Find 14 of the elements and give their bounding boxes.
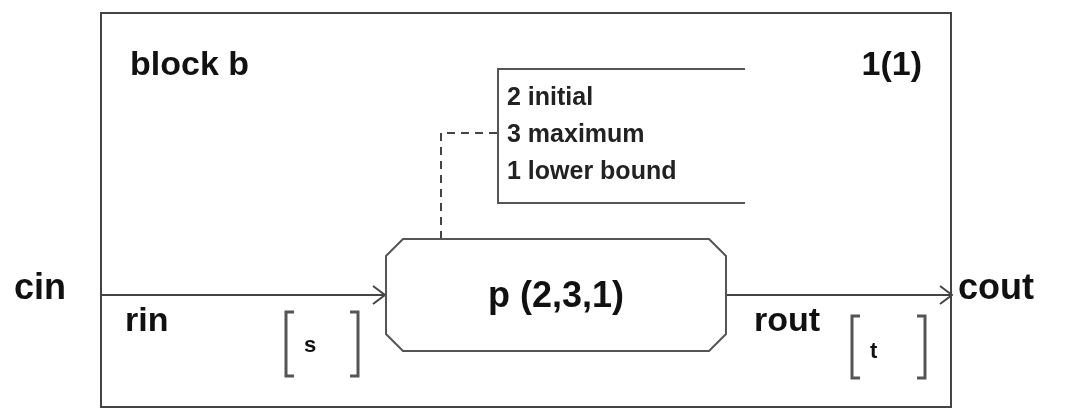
comment-box [497,68,745,204]
comment-text: 3 maximum [507,118,646,149]
comment-text: 2 initial [507,81,595,112]
process-box [385,238,727,352]
block-frame [100,12,952,408]
channel-arrow [99,285,386,305]
gate-name: cout [952,266,1034,308]
gate-name: cin [14,266,66,308]
page-number: 1(1) [861,44,922,83]
comment-connector [440,132,498,239]
block-name: block b [130,44,250,83]
comment-text: 1 lower bound [507,155,678,186]
channel-arrow [726,285,953,305]
process-name: p (2,3,1) [487,274,624,316]
